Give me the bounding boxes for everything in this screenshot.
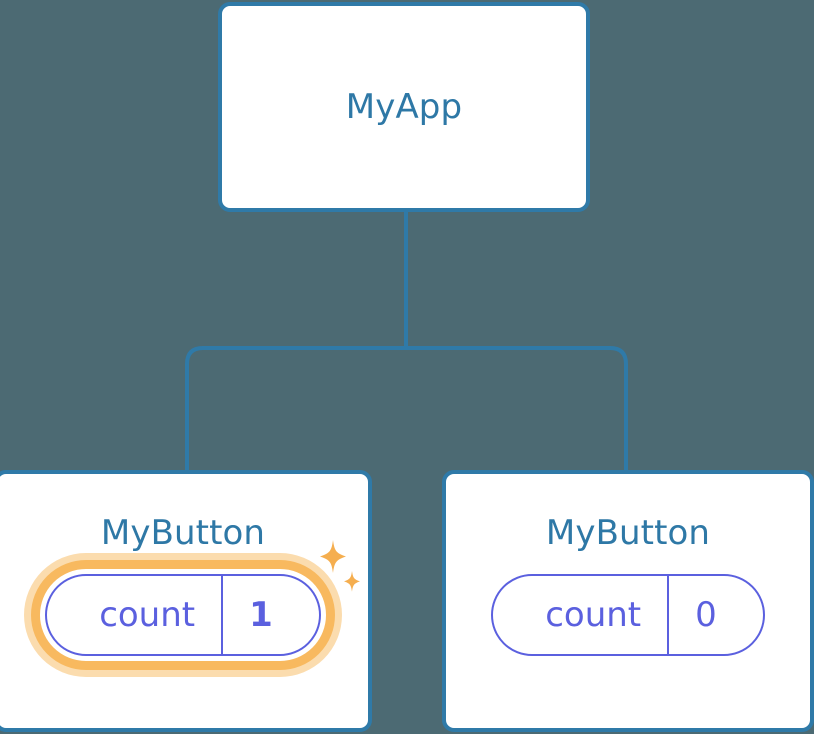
node-mybutton-right[interactable]: MyButton count 0 — [442, 470, 814, 732]
state-pill-left-wrapper[interactable]: count 1 — [24, 540, 360, 677]
sparkle-small-icon — [343, 571, 360, 592]
edge-root-to-right-child — [406, 346, 628, 474]
edge-root-to-left-child — [185, 346, 406, 474]
state-key-label: count — [99, 595, 196, 635]
sparkle-large-icon — [319, 540, 346, 573]
sparkles-group — [319, 540, 360, 592]
state-value-label: 1 — [221, 576, 319, 654]
state-pill-left[interactable]: count 1 — [45, 574, 321, 656]
state-value-label: 0 — [667, 576, 763, 654]
state-pill-right[interactable]: count 0 — [491, 574, 765, 656]
node-myapp[interactable]: MyApp — [218, 2, 590, 212]
node-mybutton-left[interactable]: MyButton count 1 — [0, 470, 372, 732]
node-mybutton-left-title: MyButton — [100, 513, 266, 553]
state-key-label: count — [545, 595, 642, 635]
state-pill-right-wrapper[interactable]: count 0 — [491, 574, 765, 656]
node-mybutton-right-title: MyButton — [545, 513, 711, 553]
node-myapp-title: MyApp — [345, 87, 463, 127]
